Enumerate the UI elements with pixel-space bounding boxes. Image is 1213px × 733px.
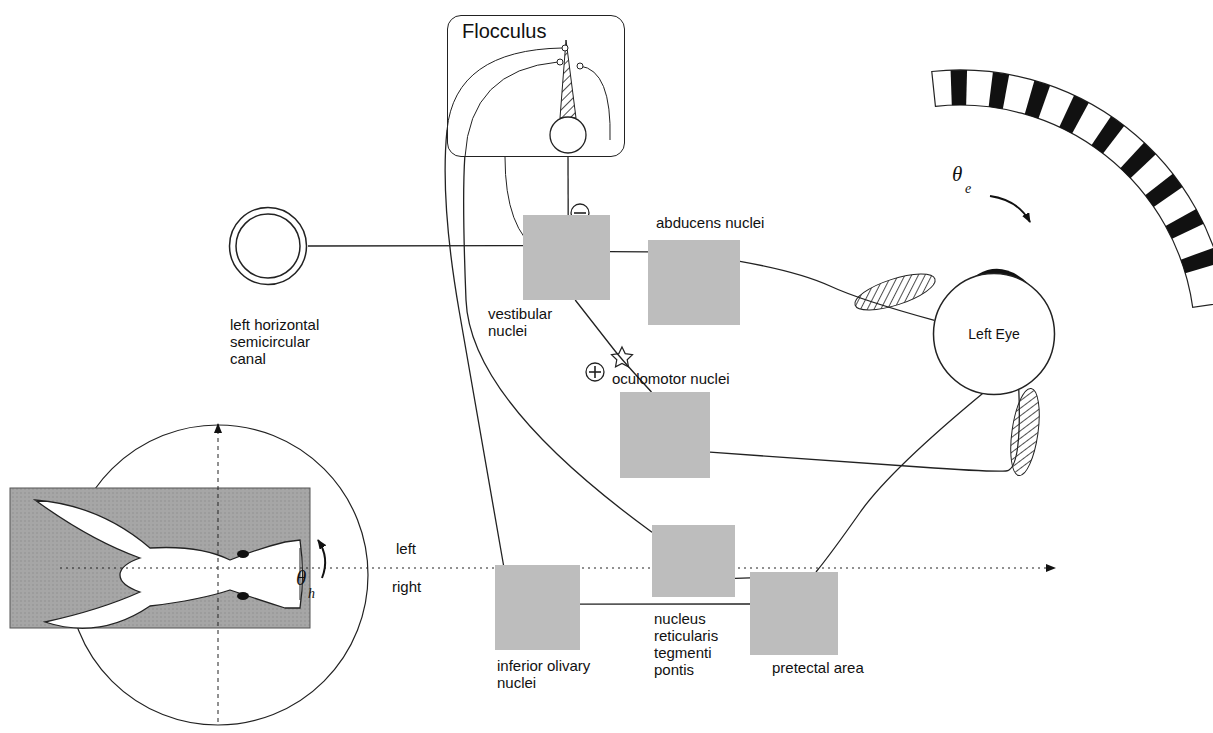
axis (218, 424, 219, 722)
node-label: Flocculus (462, 20, 546, 43)
drum-band (932, 70, 1213, 307)
nucleus-box: abducens nuclei (648, 240, 740, 325)
purkinje-dendrite (560, 40, 576, 118)
node-label: nucleus reticularis tegmenti pontis (654, 610, 734, 678)
node-label: vestibular nuclei (488, 305, 573, 339)
node-label: inferior olivary nuclei (497, 657, 617, 691)
rotation-arrow (990, 196, 1030, 222)
drum-stripe (1059, 95, 1089, 133)
nerve-fiber (445, 130, 503, 565)
rabbit (35, 500, 303, 628)
nerve-fiber (816, 392, 984, 572)
eye-muscle (1006, 387, 1044, 478)
optokinetic-drum (932, 70, 1213, 307)
annotation-label: right (392, 578, 421, 595)
drum-stripe (1091, 116, 1124, 153)
nucleus-box: pretectal area (750, 572, 838, 655)
drum-stripe (1145, 174, 1182, 207)
excitatory-sign (586, 363, 604, 381)
node-label: oculomotor nuclei (612, 370, 730, 387)
annotation-label: e (965, 180, 971, 197)
node-label: pretectal area (772, 659, 864, 676)
rabbit-eye (237, 592, 249, 600)
node-label: abducens nuclei (656, 214, 764, 231)
nerve-fiber (740, 261, 935, 320)
drum-stripe (1025, 80, 1050, 118)
nucleus-box: nucleus reticularis tegmenti pontis (652, 525, 735, 597)
mossy-fiber (465, 62, 558, 157)
eye-circle: Left Eye (932, 272, 1056, 396)
drum-stripe (1120, 143, 1156, 179)
rabbit-ground (10, 488, 310, 628)
drum-stripe (1181, 248, 1213, 274)
annotation-label: h (308, 585, 315, 602)
climbing-fiber (447, 48, 562, 130)
outline (228, 206, 308, 286)
drum-stripe (951, 70, 967, 105)
purkinje-cell (550, 117, 586, 153)
rabbit-eye (237, 550, 249, 558)
nerve-fiber (610, 251, 648, 253)
annotation-label: left (396, 540, 416, 557)
node-label: left horizontal semicircular canal (230, 316, 350, 367)
nucleus-box: oculomotor nuclei (620, 392, 710, 478)
nerve-fiber (308, 245, 523, 247)
canal-circle: left horizontal semicircular canal (228, 206, 308, 286)
node-label: Left Eye (932, 326, 1056, 343)
annotation-label: θ (952, 166, 962, 183)
nerve-fiber (580, 603, 750, 604)
nucleus-box: inferior olivary nuclei (495, 565, 580, 650)
nerve-fiber (567, 157, 569, 215)
fiber (580, 66, 610, 140)
annotation-label: θ (296, 570, 306, 587)
drum-stripe (1166, 209, 1204, 239)
nucleus-box: vestibular nuclei (523, 215, 610, 300)
region-box: Flocculus (447, 15, 625, 157)
nerve-fiber (735, 577, 750, 579)
rotation-arrow (318, 540, 325, 578)
drum-stripe (989, 72, 1010, 109)
